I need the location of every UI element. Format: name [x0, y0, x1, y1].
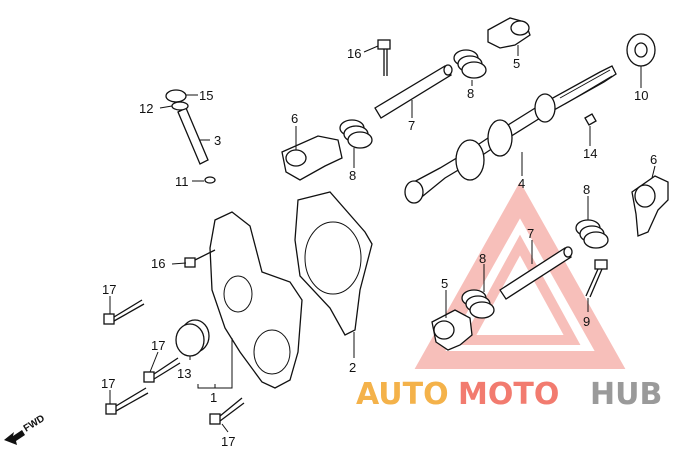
- callout-9: 9: [583, 314, 590, 329]
- callout-17: 17: [102, 282, 116, 297]
- spring-part-8-d: [461, 289, 495, 319]
- watermark-moto: MOTO: [458, 377, 559, 412]
- callout-5: 5: [441, 276, 448, 291]
- watermark-auto: AUTO: [356, 377, 449, 412]
- callout-7: 7: [527, 226, 534, 241]
- callout-12: 12: [139, 101, 153, 116]
- watermark-triangle: [414, 181, 626, 369]
- clip-part-11: [204, 176, 216, 184]
- nut-part-15: [165, 89, 187, 103]
- fork-part-5-lower: [431, 309, 473, 351]
- watermark-hub: HUB: [590, 377, 662, 412]
- pin-part-14: [584, 113, 597, 126]
- bolt-part-9-upper: [377, 39, 391, 76]
- bolt-part-16: [184, 249, 216, 268]
- callout-17: 17: [151, 338, 165, 353]
- fork-part-5-upper: [487, 17, 531, 49]
- rod-part-7-lower: [499, 246, 573, 300]
- callout-17: 17: [101, 376, 115, 391]
- shaft-part-3: [177, 107, 209, 165]
- cover-part-1: [209, 211, 303, 389]
- watermark-logo: AUTO MOTO HUB: [356, 377, 662, 412]
- callout-5: 5: [513, 56, 520, 71]
- bolt-part-17-b: [143, 357, 181, 383]
- callout-3: 3: [214, 133, 221, 148]
- spring-part-8-c: [575, 219, 609, 249]
- fwd-arrow-icon: [4, 430, 25, 445]
- callout-1: 1: [210, 390, 217, 405]
- callout-13: 13: [177, 366, 191, 381]
- callout-6: 6: [291, 111, 298, 126]
- callout-9: 16: [347, 46, 361, 61]
- callout-14: 14: [583, 146, 597, 161]
- bolt-part-17-d: [209, 397, 245, 425]
- rod-part-7-upper: [374, 64, 453, 119]
- callout-15: 15: [199, 88, 213, 103]
- callout-2: 2: [349, 360, 356, 375]
- leader-lines: [109, 45, 656, 433]
- gasket-part-2: [294, 191, 373, 336]
- bolt-part-17-a: [103, 299, 145, 325]
- callout-4: 4: [518, 176, 525, 191]
- callout-8: 8: [467, 86, 474, 101]
- callout-labels: 16 7 8 5 6 8 10 14 4 6 8 7 8 5 9 15 12 3…: [101, 46, 657, 449]
- callout-8: 8: [479, 251, 486, 266]
- washer-part-12: [171, 101, 189, 111]
- callout-8: 8: [349, 168, 356, 183]
- callout-7: 7: [408, 118, 415, 133]
- cap-part-13: [175, 319, 210, 357]
- callout-17: 17: [221, 434, 235, 449]
- bolt-part-9-lower: [585, 259, 608, 298]
- shaft-part-4: [404, 65, 617, 204]
- fork-part-6-left: [281, 135, 343, 181]
- callout-8: 8: [583, 182, 590, 197]
- fork-part-6-right: [631, 175, 669, 237]
- spring-part-8-b: [339, 119, 373, 149]
- fwd-label: FWD: [22, 413, 47, 434]
- callout-16: 16: [151, 256, 165, 271]
- callout-10: 10: [634, 88, 648, 103]
- washer-part-10: [626, 33, 656, 67]
- callout-6: 6: [650, 152, 657, 167]
- callout-11: 11: [175, 174, 189, 189]
- spring-part-8-a: [453, 49, 487, 79]
- bolt-part-17-c: [105, 387, 149, 415]
